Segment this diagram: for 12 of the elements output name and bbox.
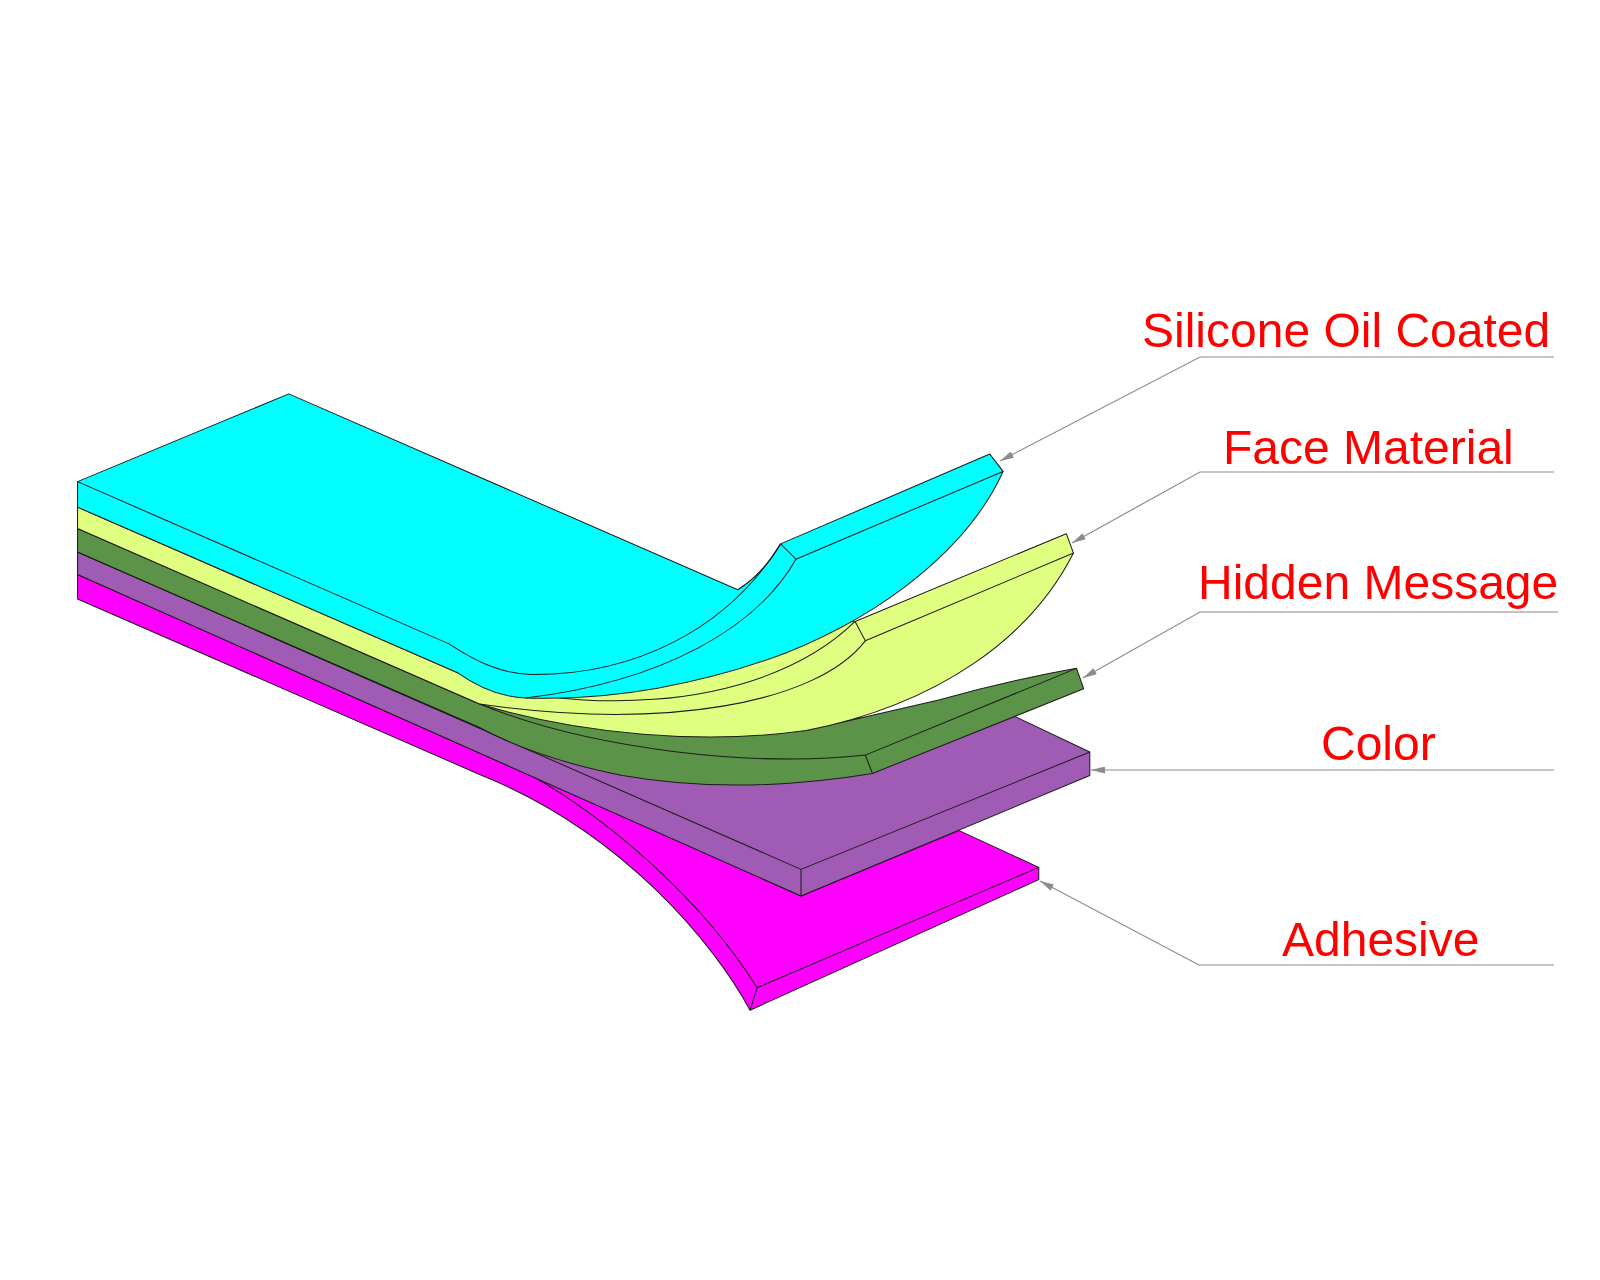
layer-sheet: [77, 574, 1040, 1011]
leader-line: [1071, 471, 1555, 544]
leader-line: [1082, 611, 1559, 679]
layer-label: Color: [1321, 720, 1436, 770]
layer-label: Silicone Oil Coated: [1142, 307, 1551, 357]
leader-line: [999, 356, 1555, 462]
leader-line: [1090, 766, 1555, 774]
leader-line: [1039, 880, 1555, 966]
layer-label: Adhesive: [1282, 916, 1480, 965]
layer-sheet: [77, 393, 1004, 699]
layer-label: Face Material: [1223, 424, 1514, 472]
layer-label: Hidden Message: [1198, 559, 1559, 612]
